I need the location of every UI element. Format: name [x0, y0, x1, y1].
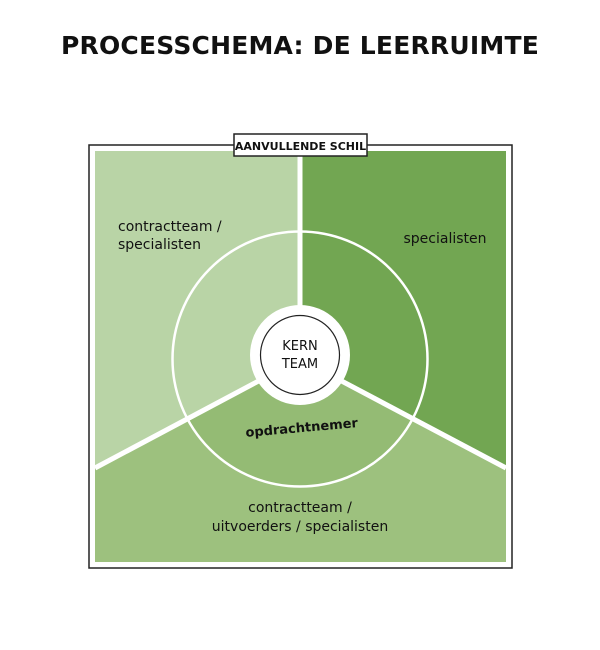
- sector-top-right: [300, 151, 506, 468]
- sector-label-bottom-line-1: contractteam /: [248, 500, 352, 516]
- page-title: PROCESSCHEMA: DE LEERRUIMTE: [60, 31, 539, 60]
- shell-label: AANVULLENDE SCHIL: [235, 140, 366, 153]
- sector-label-top-right: specialisten: [403, 231, 486, 247]
- inner-ring: [171, 230, 429, 488]
- core-inner: [259, 314, 341, 396]
- core-label-line-2: TEAM: [281, 357, 318, 372]
- sector-label-bottom-line-2: uitvoerders / specialisten: [212, 519, 388, 535]
- sector-top-left: [95, 151, 300, 468]
- sector-label-top-left-line-2: specialisten: [118, 237, 201, 253]
- sector-label-top-left-line-1: contractteam /: [118, 219, 222, 235]
- core-label-line-1: KERN: [282, 339, 318, 354]
- shell-label-box: [233, 133, 368, 157]
